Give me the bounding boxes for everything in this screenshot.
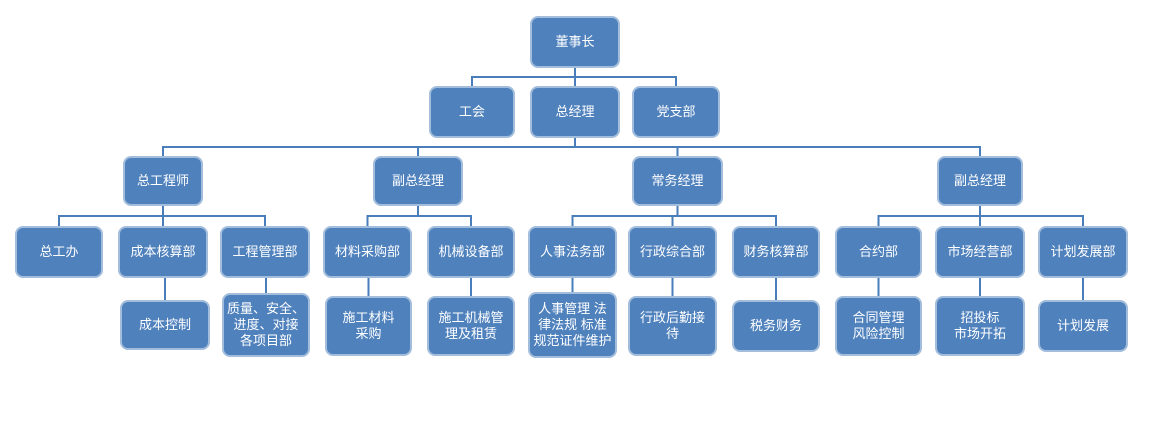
org-node-tax-finance: 税务财务 bbox=[732, 300, 820, 352]
org-node-deputy-gm-right: 副总经理 bbox=[937, 156, 1023, 206]
org-node-label-admin-logistics-reception: 行政后勤接 待 bbox=[639, 309, 705, 341]
org-node-construction-material-procurement: 施工材料 采购 bbox=[325, 296, 412, 356]
org-node-bidding-market-expansion: 招投标 市场开拓 bbox=[935, 296, 1025, 356]
org-node-label-quality-safety-projects: 质量、安全、 进度、对接 各项目部 bbox=[227, 300, 306, 349]
org-node-label-admin-general-dept: 行政综合部 bbox=[639, 243, 705, 259]
org-node-contract-mgmt-risk-control: 合同管理 风险控制 bbox=[835, 296, 922, 356]
org-node-material-procurement-dept: 材料采购部 bbox=[323, 226, 412, 278]
org-node-label-hr-legal-dept: 人事法务部 bbox=[539, 243, 605, 259]
org-node-label-contract-mgmt-risk-control: 合同管理 风险控制 bbox=[852, 309, 905, 341]
org-node-contract-dept: 合约部 bbox=[835, 226, 922, 278]
org-node-admin-general-dept: 行政综合部 bbox=[628, 226, 717, 278]
org-node-label-contract-dept: 合约部 bbox=[858, 243, 898, 259]
org-node-label-chief-engineer-office: 总工办 bbox=[39, 243, 79, 259]
org-node-cost-control: 成本控制 bbox=[120, 300, 210, 350]
org-node-market-operation-dept: 市场经营部 bbox=[935, 226, 1025, 278]
org-node-executive-manager: 常务经理 bbox=[632, 156, 723, 206]
org-node-machinery-equipment-dept: 机械设备部 bbox=[427, 226, 515, 278]
org-node-label-construction-machinery-mgmt-lease: 施工机械管 理及租赁 bbox=[438, 309, 504, 341]
org-node-deputy-gm-left: 副总经理 bbox=[373, 156, 463, 206]
org-node-label-cost-accounting-dept: 成本核算部 bbox=[130, 243, 196, 259]
org-node-finance-accounting-dept: 财务核算部 bbox=[732, 226, 820, 278]
org-node-hr-legal-dept: 人事法务部 bbox=[528, 226, 617, 278]
org-node-label-planning-development-dept: 计划发展部 bbox=[1050, 243, 1116, 259]
org-node-hr-legal-functions: 人事管理 法 律法规 标准 规范证件维护 bbox=[528, 292, 617, 358]
org-node-construction-machinery-mgmt-lease: 施工机械管 理及租赁 bbox=[427, 296, 515, 356]
org-node-label-party-branch: 党支部 bbox=[656, 103, 696, 119]
org-node-labor-union: 工会 bbox=[429, 86, 515, 138]
org-node-label-chief-engineer: 总工程师 bbox=[136, 172, 189, 188]
org-node-planning-development: 计划发展 bbox=[1038, 300, 1128, 352]
org-node-label-material-procurement-dept: 材料采购部 bbox=[334, 243, 400, 259]
org-node-label-hr-legal-functions: 人事管理 法 律法规 标准 规范证件维护 bbox=[533, 300, 612, 349]
org-node-chairman: 董事长 bbox=[530, 16, 620, 68]
org-node-label-planning-development: 计划发展 bbox=[1056, 317, 1109, 333]
org-node-label-machinery-equipment-dept: 机械设备部 bbox=[438, 243, 504, 259]
org-node-planning-development-dept: 计划发展部 bbox=[1038, 226, 1128, 278]
org-node-label-engineering-mgmt-dept: 工程管理部 bbox=[232, 243, 298, 259]
org-node-admin-logistics-reception: 行政后勤接 待 bbox=[628, 296, 717, 356]
org-node-label-executive-manager: 常务经理 bbox=[651, 172, 704, 188]
org-node-chief-engineer: 总工程师 bbox=[123, 156, 203, 206]
org-node-label-tax-finance: 税务财务 bbox=[749, 317, 802, 333]
org-node-label-chairman: 董事长 bbox=[555, 33, 595, 49]
org-node-label-deputy-gm-left: 副总经理 bbox=[391, 172, 444, 188]
org-node-party-branch: 党支部 bbox=[632, 86, 720, 138]
org-node-quality-safety-projects: 质量、安全、 进度、对接 各项目部 bbox=[222, 293, 310, 357]
org-node-label-labor-union: 工会 bbox=[458, 103, 485, 119]
org-node-label-cost-control: 成本控制 bbox=[138, 316, 191, 332]
org-node-label-general-manager: 总经理 bbox=[555, 103, 595, 119]
org-node-label-deputy-gm-right: 副总经理 bbox=[953, 172, 1006, 188]
org-node-label-market-operation-dept: 市场经营部 bbox=[947, 243, 1013, 259]
org-node-label-construction-material-procurement: 施工材料 采购 bbox=[342, 309, 395, 341]
org-node-chief-engineer-office: 总工办 bbox=[15, 226, 103, 278]
org-node-engineering-mgmt-dept: 工程管理部 bbox=[220, 226, 310, 278]
org-node-label-finance-accounting-dept: 财务核算部 bbox=[743, 243, 809, 259]
org-node-cost-accounting-dept: 成本核算部 bbox=[118, 226, 208, 278]
org-node-general-manager: 总经理 bbox=[530, 86, 620, 138]
org-node-label-bidding-market-expansion: 招投标 市场开拓 bbox=[953, 309, 1006, 341]
